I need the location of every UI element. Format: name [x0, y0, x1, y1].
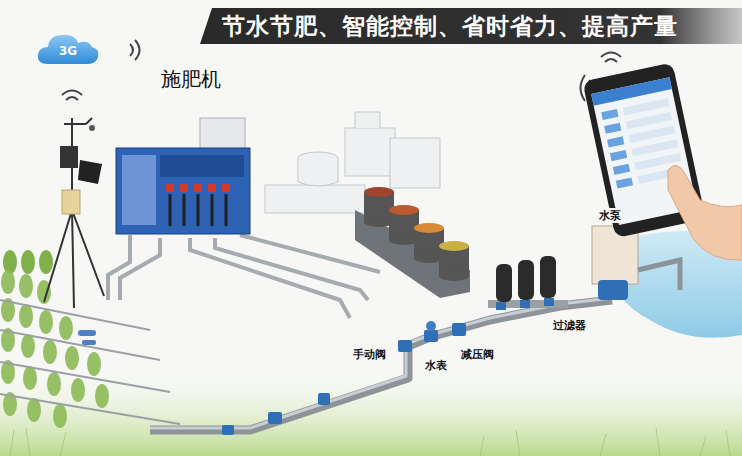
reducer-label: 减压阀: [460, 347, 495, 362]
cloud-node: 3G: [36, 30, 100, 68]
cloud-label: 3G: [59, 44, 77, 58]
title-banner-text: 节水节肥、智能控制、省时省力、提高产量: [222, 11, 678, 42]
filter-label: 过滤器: [552, 318, 587, 333]
meter-label: 水表: [424, 358, 448, 373]
cloud-outline: [38, 35, 98, 64]
valve-label: 手动阀: [352, 347, 387, 362]
pump-label: 水泵: [598, 208, 622, 223]
machine-label: 施肥机: [160, 66, 222, 93]
